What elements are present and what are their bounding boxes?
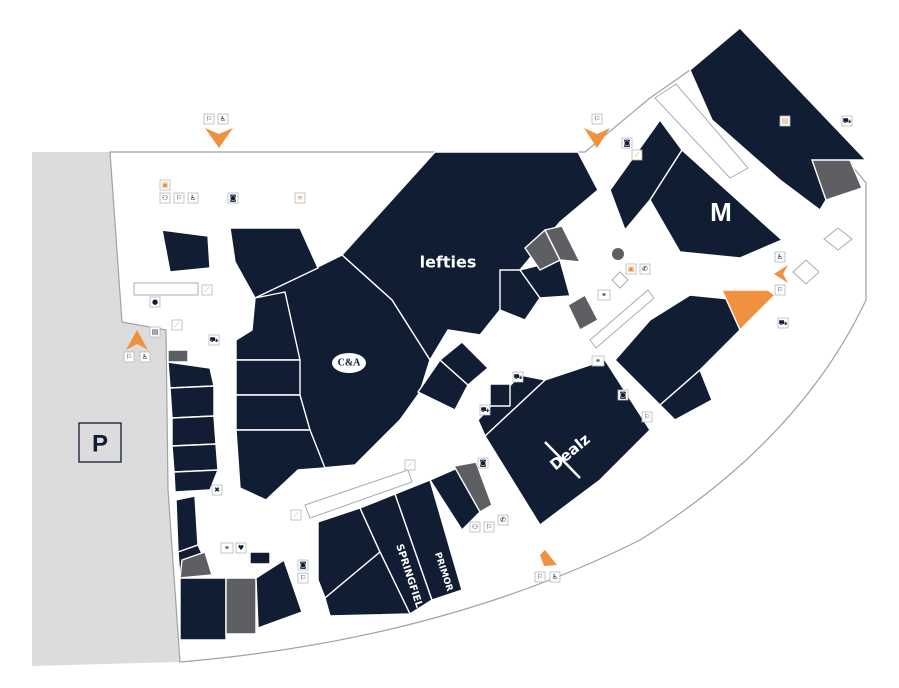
escalator-icon: ⟋ xyxy=(635,151,640,159)
store-unit xyxy=(175,495,199,553)
store-unit xyxy=(169,385,215,419)
walkways xyxy=(133,83,853,519)
cctv-icon: ◙ xyxy=(300,561,307,569)
cctv-icon: ◙ xyxy=(624,139,631,147)
lift-icon: ▤ xyxy=(782,117,789,125)
cctv-icon: ◙ xyxy=(620,391,627,399)
exit-icon: ⚐ xyxy=(644,413,650,421)
store-unit xyxy=(229,227,319,299)
kiosk-dot xyxy=(612,248,624,260)
store-unit xyxy=(179,577,227,641)
store-service xyxy=(225,577,257,635)
store-primor[interactable] xyxy=(394,479,463,601)
exit-icon: ⚐ xyxy=(594,115,600,123)
store-unit xyxy=(324,551,411,617)
wheelchair-icon: ♿ xyxy=(777,253,783,261)
escalator-icon: ⟋ xyxy=(175,321,180,329)
escalator-icon: ⟋ xyxy=(205,286,210,294)
escalator-icon: ⟋ xyxy=(294,511,299,519)
ca-logo-badge xyxy=(332,353,366,373)
lefties-label: lefties xyxy=(420,253,477,272)
store-unit xyxy=(439,341,489,386)
first-aid-icon: ♥ xyxy=(238,544,244,552)
car-icon: ⛟ xyxy=(843,117,852,125)
lift-icon: ▤ xyxy=(152,328,159,336)
entrance-south-arrow[interactable] xyxy=(540,550,557,566)
wifi-icon: ≋ xyxy=(297,194,303,202)
exit-icon: ⚐ xyxy=(300,574,306,582)
atm-icon: ● xyxy=(152,298,158,306)
store-service xyxy=(543,225,582,263)
wheelchair-icon: ♿ xyxy=(552,573,558,581)
mcdonalds-logo: M xyxy=(710,197,732,227)
service-icons: ⚐ ♿ ⚐ ⚐ ♿ ♿ ⚐ ⛟ ⚐ ♿ ▣ ⚇ ⚐ ♿ ◙ ≋ ⟋ ● ▤ ⟋ … xyxy=(123,113,853,584)
info-desk-icon: ▣ xyxy=(628,265,635,273)
wheelchair-icon: ♿ xyxy=(142,353,148,361)
exit-icon: ⚐ xyxy=(777,286,783,294)
phone-icon: ✆ xyxy=(500,516,506,524)
store-unit xyxy=(171,443,219,473)
exit-icon: ⚐ xyxy=(206,115,212,123)
store-mcdonalds[interactable] xyxy=(649,149,783,259)
entrance-north-west-arrow[interactable] xyxy=(205,128,233,148)
kiosk-diamond xyxy=(823,227,853,251)
store-unit xyxy=(171,415,217,447)
entrance-west-arrow[interactable] xyxy=(126,330,148,350)
store-unit xyxy=(659,369,713,421)
exit-icon: ⚐ xyxy=(486,523,492,531)
parking-label: P xyxy=(92,431,108,458)
store-service xyxy=(567,294,599,331)
entrances xyxy=(126,128,788,566)
toilets-icon: ⚇ xyxy=(162,194,168,202)
store-service xyxy=(811,159,863,201)
car-icon: ⛟ xyxy=(514,373,523,381)
store-service xyxy=(179,551,213,579)
baby-change-icon: ⚭ xyxy=(601,291,607,299)
stores xyxy=(161,27,867,641)
car-icon: ⛟ xyxy=(481,406,490,414)
store-unit xyxy=(489,383,511,407)
exit-icon: ⚐ xyxy=(176,194,182,202)
store-unit xyxy=(235,429,326,501)
escalator-icon: ⟋ xyxy=(408,461,413,469)
store-springfield[interactable] xyxy=(359,493,433,615)
cctv-icon: ◙ xyxy=(230,194,237,202)
store-unit xyxy=(255,559,303,629)
car-icon: ⛟ xyxy=(779,319,788,327)
exit-icon: ⚐ xyxy=(537,573,543,581)
entrance-east-arrow[interactable] xyxy=(774,265,788,283)
store-unit xyxy=(161,229,211,273)
toilets-icon: ⚇ xyxy=(472,523,478,531)
car-icon: ⛟ xyxy=(210,336,219,344)
baby-change-icon: ⚭ xyxy=(224,544,230,552)
parking-area: P xyxy=(32,152,180,666)
parking-sign[interactable] xyxy=(78,422,122,463)
wheelchair-icon: ♿ xyxy=(190,194,196,202)
atm-icon: ✖ xyxy=(214,486,220,494)
store-unit xyxy=(235,359,301,396)
baby-change-icon: ⚭ xyxy=(595,357,601,365)
store-unit xyxy=(499,269,541,321)
info-desk-icon: ▣ xyxy=(162,181,169,189)
phone-icon: ✆ xyxy=(642,265,648,273)
store-unit xyxy=(173,469,219,493)
cctv-icon: ◙ xyxy=(480,459,487,467)
kiosk-diamond xyxy=(611,271,629,289)
store-service xyxy=(167,349,189,363)
store-unit xyxy=(249,551,271,565)
exit-icon: ⚐ xyxy=(126,353,132,361)
wheelchair-icon: ♿ xyxy=(220,115,226,123)
ca-label: C&A xyxy=(338,358,362,369)
store-service xyxy=(452,461,493,513)
store-unit xyxy=(235,394,311,431)
entrance-north-east-arrow[interactable] xyxy=(584,128,610,148)
kiosk-diamond xyxy=(792,259,820,285)
